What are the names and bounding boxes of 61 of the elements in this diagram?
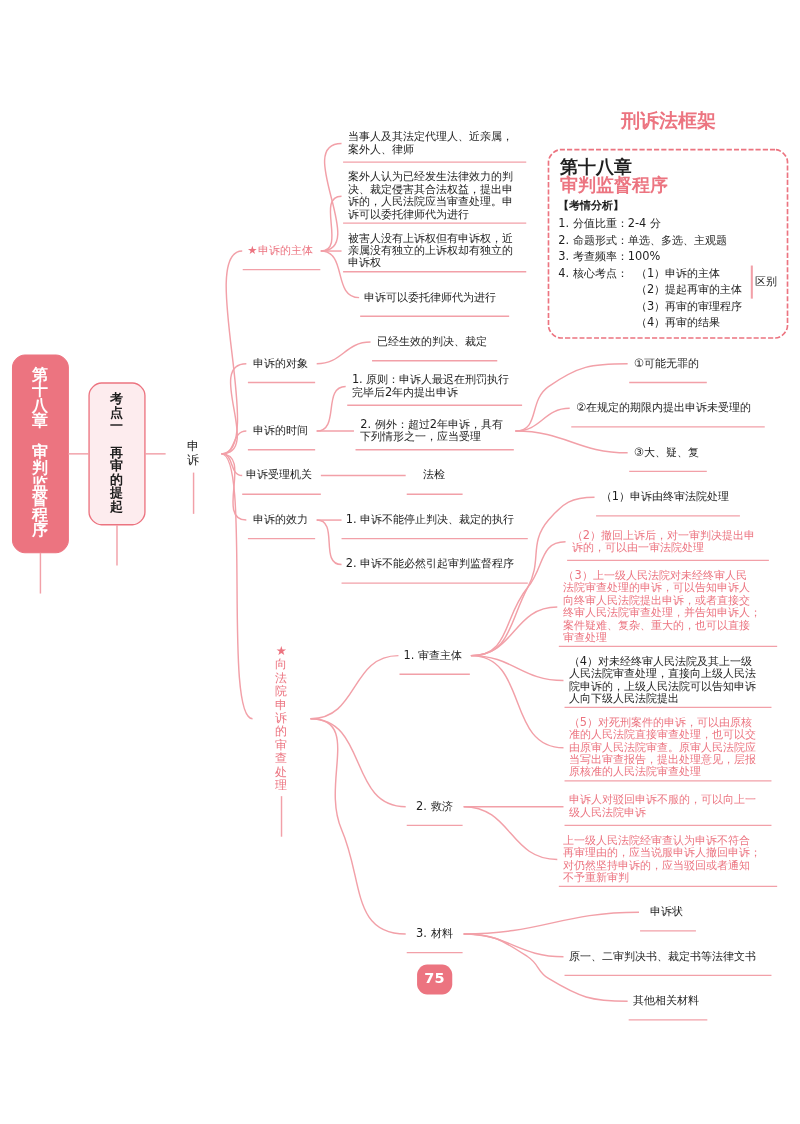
connector (144, 452, 167, 455)
connector (220, 452, 254, 719)
node-text: 申诉可以委托律师代为进行 (364, 289, 497, 303)
node-text: 申诉状 (650, 903, 684, 918)
connector (315, 518, 343, 565)
node-text: 2. 申诉不能必然引起审判监督程序 (345, 555, 515, 570)
node-text: （4）对未经终审人民法院及其上一级人民法院审查处理，直接向上级人民法院申诉的，上级人民法院可以告知申诉人向下级人民法院提出 (568, 653, 756, 705)
connector (315, 518, 343, 521)
node-text: 原一、二审判决书、裁定书等法律文书 (568, 948, 756, 963)
node-text: （3）上一级人民法院对未经终审人民法院审查处理的申诉，可以告知申诉人向终审人民法院提出申诉，或者直接交终审人民法院审查处理，并告知申诉人；案件疑难、复杂、重大的，也可以直接审查处理 (563, 567, 762, 644)
node-text: 申诉的时间 (252, 422, 308, 437)
node-text: ③大、疑、复 (633, 444, 700, 459)
connector (309, 717, 407, 935)
node-text: 1. 原则：申诉人最迟在刑罚执行完毕后2年内提出申诉 (351, 371, 510, 399)
node-text: （2）撤回上诉后，对一审判决提出申诉的，可以由一审法院处理 (571, 526, 756, 554)
node-text: 当事人及其法定代理人、近亲属，案外人、律师 (347, 128, 513, 156)
connector (514, 429, 629, 454)
connector (220, 452, 248, 521)
node-text: ②在规定的期限内提出申诉未受理的 (575, 399, 752, 414)
node-box: 第十八章 审判监督程序 【考情分析】 1. 分值比重：2-4 分 2. 命题形式：单选、多选、主观题 3. 考查频率：100% 4. 核心考点： （1）申诉的主体 区别 （2）提起再审的主体 （3）再审的审理程序 （4）再审的结果 (547, 148, 789, 339)
connector (309, 717, 407, 807)
connector (320, 142, 343, 252)
connector (39, 551, 42, 594)
node-text: 已经生效的判决、裁定 (376, 333, 487, 348)
node-text: 法检 (423, 466, 446, 481)
node-text: 1. 审查主体 (403, 647, 463, 662)
connector (320, 249, 360, 298)
connector (116, 523, 118, 566)
node-text: ★向法院申诉的审查处理 (274, 642, 287, 792)
node-box: 考点一 再审的提起 (88, 381, 146, 525)
node-text: 申诉的效力 (252, 511, 308, 526)
node-text: 2. 救济 (416, 798, 453, 813)
node-text: ★申诉的主体 (247, 242, 313, 257)
node-text: ①可能无罪的 (633, 355, 700, 370)
node-text: 被害人没有上诉权但有申诉权，近亲属没有独立的上诉权却有独立的申诉权 (347, 230, 513, 269)
connector (280, 794, 283, 837)
node-text: 3. 材料 (416, 925, 453, 940)
node-text: （5）对死刑案件的申诉，可以由原核准的人民法院直接审查处理，也可以交由原审人民法院审查。原审人民法院应当写出审查报告，提出处理意见，层报原核准的人民法院审查处理 (568, 714, 756, 778)
connector (320, 194, 343, 252)
node-text: 2. 例外：超过2年申诉，具有下列情形之一，应当受理 (360, 416, 503, 443)
connector (67, 452, 90, 455)
connector (315, 340, 372, 365)
node-text: 1. 申诉不能停止判决、裁定的执行 (345, 511, 515, 526)
connector (462, 805, 558, 860)
label: 刑诉法框架 (620, 109, 716, 131)
node-text: 案外人认为已经发生法律效力的判决、裁定侵害其合法权益，提出申诉的，人民法院应当审查处理。申诉可以委托律师代为进行 (347, 168, 513, 221)
node-text: 申诉的对象 (252, 355, 308, 370)
node-text: 上一级人民法院经审查认为申诉不符合再审理由的，应当说服申诉人撤回申诉；对仍然坚持申诉的，应当驳回或者通知不予重新审判 (563, 832, 762, 884)
node-text: 申诉 (186, 437, 199, 467)
connector (192, 471, 195, 515)
node-box: 第十八章 审判监督程序 (11, 354, 69, 553)
connector (320, 474, 407, 476)
node-text: 申诉人对驳回申诉不服的，可以向上一级人民法院申诉 (568, 791, 756, 819)
label: 75 (424, 969, 445, 986)
node-text: 申诉受理机关 (246, 466, 313, 481)
connector (462, 932, 629, 1002)
connector (320, 249, 343, 252)
connector (470, 654, 565, 748)
connector (315, 429, 355, 432)
node-text: 其他相关材料 (632, 992, 699, 1007)
node-text: （1）申诉由终审法院处理 (600, 488, 729, 503)
